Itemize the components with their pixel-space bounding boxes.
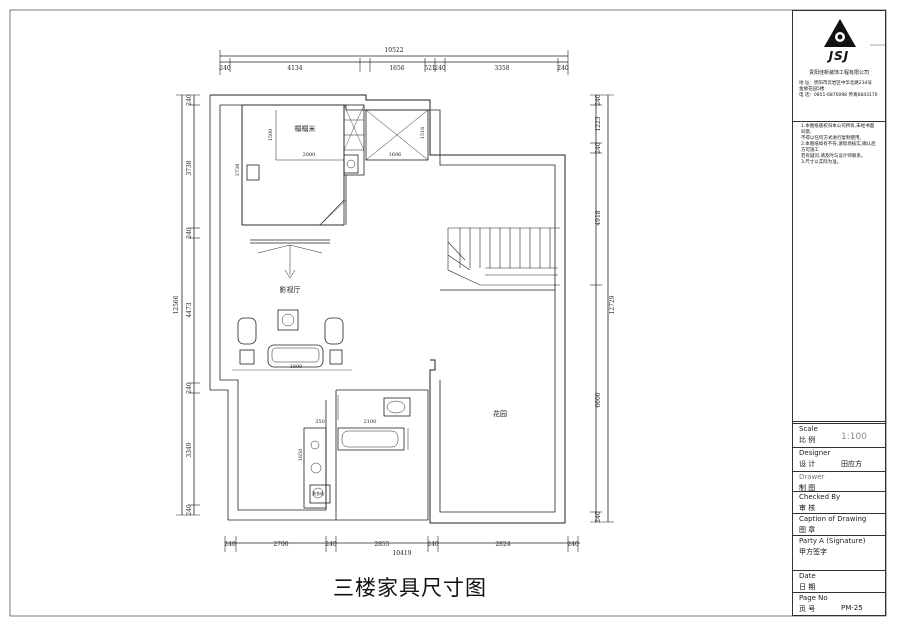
drawing-notes: 1.本图纸版权归本公司所有,未经书面同意, 不得以任何方式进行复制使用。 2.本… xyxy=(793,122,885,422)
jsj-logo-icon xyxy=(824,19,856,47)
dim-top-2: 1656 xyxy=(389,65,404,72)
dim-right-5: 240 xyxy=(595,511,602,523)
dim-bottom-5: 2824 xyxy=(495,541,510,548)
dim-interior-1516: 1516 xyxy=(420,127,426,140)
dim-interior-2100: 2100 xyxy=(364,419,377,425)
dim-left-5: 3349 xyxy=(186,442,193,457)
dim-right-3: 4918 xyxy=(595,210,602,225)
row-scale: Scale 比 例 1:100 xyxy=(793,423,885,448)
row-party-a: Party A (Signature) 甲方签字 xyxy=(793,535,885,571)
title-block: JSJ 贵阳佳新装饰工程有限公司 地 址：贵阳市云岩区中华北路234号 金顺花园… xyxy=(792,10,886,616)
dim-interior-1650: 1650 xyxy=(298,449,304,462)
dim-right-0: 240 xyxy=(595,94,602,106)
company-name: 贵阳佳新装饰工程有限公司 xyxy=(808,70,869,76)
company-logo-block: JSJ 贵阳佳新装饰工程有限公司 地 址：贵阳市云岩区中华北路234号 金顺花园… xyxy=(793,11,885,122)
dim-interior-3738: 3738 xyxy=(235,164,241,177)
dim-left-overall: 12566 xyxy=(173,295,180,314)
dim-interior-1500: 1500 xyxy=(268,129,274,142)
dim-right-1: 1223 xyxy=(595,116,602,131)
dim-right-4: 6600 xyxy=(595,392,602,407)
dim-left-0: 240 xyxy=(186,94,193,106)
dim-right-overall: 12729 xyxy=(609,295,616,314)
dim-interior-350: 350 xyxy=(315,419,325,425)
logo-text: JSJ xyxy=(828,49,850,63)
dim-left-6: 240 xyxy=(186,504,193,516)
dim-interior-1696: 1696 xyxy=(389,152,402,158)
dim-top-overall: 10522 xyxy=(384,47,403,54)
dim-bottom-6: 240 xyxy=(567,541,579,548)
dim-bottom-1: 2700 xyxy=(273,541,288,548)
row-designer: Designer 设 计 田应方 xyxy=(793,447,885,472)
row-checked: Checked By 审 核 xyxy=(793,491,885,514)
row-drawer: Drawer 制 图 xyxy=(793,471,885,492)
dim-bottom-3: 2855 xyxy=(374,541,389,548)
company-address: 地 址：贵阳市云岩区中华北路234号 金顺花园5楼 电 话：0851-68700… xyxy=(799,81,878,98)
room-living: 影视厅 xyxy=(280,285,301,294)
dim-top-0: 240 xyxy=(219,65,231,72)
dim-left-3: 4473 xyxy=(186,302,193,317)
dim-left-4: 240 xyxy=(186,382,193,394)
dim-right-2: 240 xyxy=(595,142,602,154)
row-page: Page No 页 号 PM-25 xyxy=(793,592,885,617)
row-caption: Caption of Drawing 图 章 xyxy=(793,513,885,536)
dim-interior-1800: 1800 xyxy=(290,364,303,370)
dim-bottom-0: 240 xyxy=(224,541,236,548)
dim-top-4: 240 xyxy=(434,65,446,72)
fixture-washer: 洗衣机 xyxy=(312,490,324,496)
dim-bottom-2: 240 xyxy=(325,541,337,548)
room-garden: 花园 xyxy=(493,409,507,418)
dim-interior-2000: 2000 xyxy=(303,152,316,158)
room-storage: 榻榻米 xyxy=(295,124,316,133)
dim-top-6: 240 xyxy=(557,65,569,72)
dim-top-1: 4134 xyxy=(287,65,302,72)
dim-top-3: 521 xyxy=(424,65,435,72)
dim-left-2: 240 xyxy=(186,227,193,239)
row-date: Date 日 期 xyxy=(793,570,885,593)
dim-left-1: 3738 xyxy=(186,160,193,175)
dim-bottom-overall: 10419 xyxy=(392,550,411,557)
dim-top-5: 3358 xyxy=(494,65,509,72)
drawing-caption: 三楼家具尺寸图 xyxy=(333,576,487,600)
dim-bottom-4: 240 xyxy=(427,541,439,548)
